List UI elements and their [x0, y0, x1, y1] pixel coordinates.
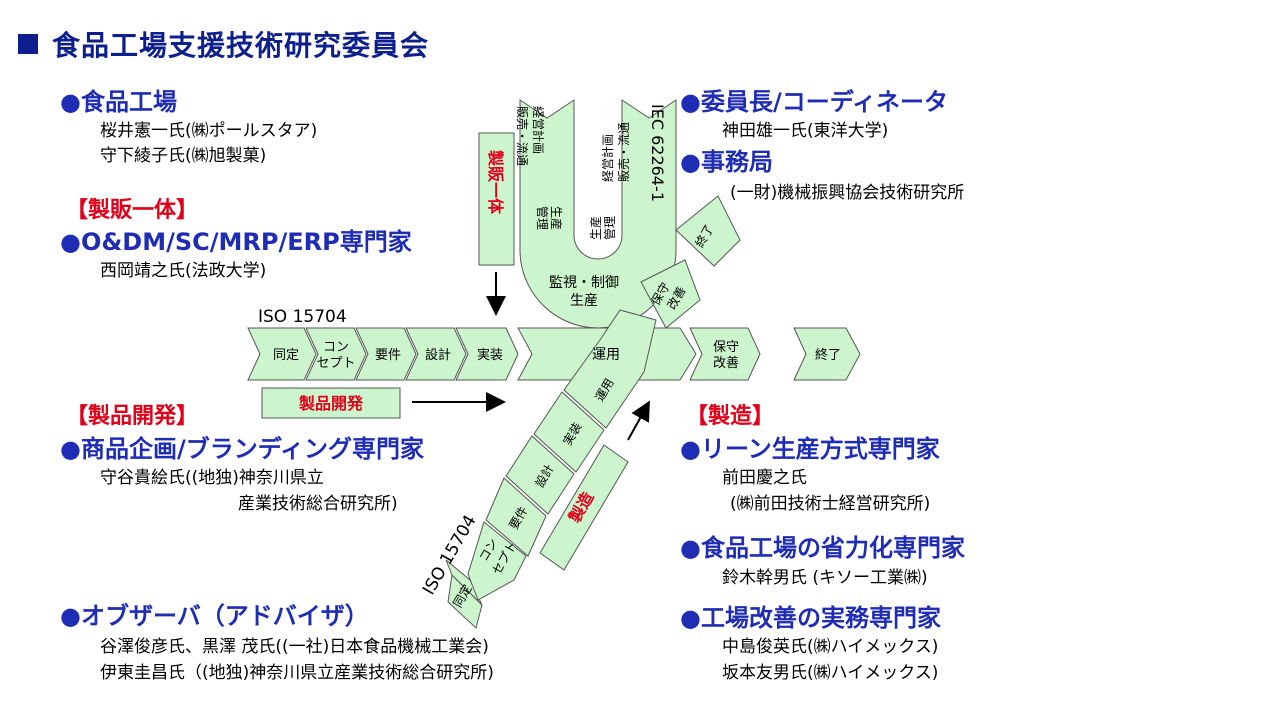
h-step-5-text: 実装 — [477, 347, 503, 363]
d-step-3 — [485, 477, 547, 557]
office-heading: ●事務局 — [680, 148, 773, 176]
d-step-2 — [467, 521, 527, 601]
h-step-8 — [793, 327, 861, 381]
square-bullet-icon — [18, 34, 38, 54]
arrow-up-icon — [627, 400, 650, 441]
dev-member-1: 守谷貴絵氏((地独)神奈川県立 — [100, 468, 324, 488]
dev-label: 製品開発 — [298, 394, 364, 413]
lean-heading: ●リーン生産方式専門家 — [680, 435, 940, 463]
office-member: (一財)機械振興協会技術研究所 — [730, 183, 965, 203]
h-step-1 — [247, 327, 317, 381]
seihan-label: 製販一体 — [486, 149, 505, 215]
labor-heading: ●食品工場の省力化専門家 — [680, 534, 965, 562]
lean-member-1-org: (㈱前田技術士経営研究所) — [730, 494, 931, 514]
h-step-7-text-b: 改善 — [713, 355, 739, 371]
d-step-1b — [445, 559, 483, 606]
d-step-5 — [533, 391, 605, 473]
page-title: 食品工場支援技術研究委員会 — [18, 24, 429, 64]
h-step-5 — [455, 327, 519, 381]
h-step-4-text: 設計 — [425, 347, 451, 363]
food-factory-member-2: 守下綾子氏(㈱旭製菓) — [100, 146, 267, 166]
u-left-text-2: 販売・流通 — [515, 106, 530, 166]
dev-member-1-cont: 産業技術総合研究所) — [238, 494, 398, 514]
kaizen-member-1: 中島俊英氏(㈱ハイメックス) — [722, 637, 939, 657]
chair-heading: ●委員長/コーディネータ — [680, 88, 949, 116]
d-step-6 — [563, 309, 657, 429]
title-text: 食品工場支援技術研究委員会 — [52, 29, 430, 62]
h-step-3-text: 要件 — [375, 348, 401, 363]
dev-heading: ●商品企画/ブランディング専門家 — [60, 435, 425, 463]
h-step-3 — [355, 327, 417, 381]
h-step-2-text-a: コン — [323, 340, 349, 355]
h-step-7 — [689, 327, 761, 381]
mfg-tag: 【製造】 — [686, 404, 775, 429]
seihan-tag: 【製販一体】 — [66, 198, 199, 223]
h-step-6-text: 運用 — [592, 347, 620, 363]
h-step-1-text: 同定 — [273, 348, 299, 363]
h-step-8-text: 終了 — [815, 347, 841, 363]
kaizen-heading: ●工場改善の実務専門家 — [680, 604, 941, 632]
lean-member-1: 前田慶之氏 — [722, 468, 807, 488]
labor-member: 鈴木幹男氏 (キソー工業㈱) — [722, 568, 928, 588]
food-factory-heading: ●食品工場 — [60, 88, 177, 116]
u-right-text-4: 管理 — [602, 216, 617, 240]
u-right-text-2: 販売・流通 — [616, 122, 631, 182]
mfg-label-box — [539, 444, 629, 571]
d-step-4 — [505, 435, 575, 515]
iso-top-label: ISO 15704 — [258, 307, 347, 327]
u-left-text-3: 生産 — [549, 206, 564, 230]
observer-line-1: 谷澤俊彦氏、黒澤 茂氏((一社)日本食品機械工業会) — [100, 637, 489, 657]
u-right-text-3: 生産 — [588, 216, 603, 240]
kaizen-member-2: 坂本友男氏(㈱ハイメックス) — [722, 663, 939, 683]
u-left-text-1: 経営計画 — [531, 106, 546, 154]
seihan-member-1: 西岡靖之氏(法政大学) — [100, 261, 267, 281]
seihan-label-box — [478, 132, 515, 266]
seihan-heading: ●O&DM/SC/MRP/ERP専門家 — [60, 228, 412, 256]
h-step-7-text-a: 保守 — [713, 340, 739, 355]
u-bottom-text-1: 監視・制御 — [549, 274, 619, 291]
iec-label: IEC 62264-1 — [648, 104, 667, 202]
h-step-2 — [305, 327, 367, 381]
h-step-2-text-b: セプト — [316, 356, 355, 371]
u-bottom-text-2: 生産 — [570, 293, 598, 309]
food-factory-member-1: 桜井憲一氏(㈱ポールスタア) — [100, 121, 318, 141]
h-step-4 — [405, 327, 467, 381]
dev-tag: 【製品開発】 — [66, 404, 199, 429]
observer-line-2: 伊東圭昌氏（(地独)神奈川県立産業技術総合研究所) — [100, 663, 494, 683]
side-step-1 — [640, 259, 701, 329]
observer-heading: ●オブザーバ（アドバイザ） — [60, 602, 369, 630]
side-step-2 — [675, 195, 741, 267]
u-left-text-4: 管理 — [535, 206, 550, 230]
dev-label-box — [261, 387, 401, 419]
chair-member: 神田雄一氏(東洋大学) — [722, 121, 889, 141]
u-right-text-1: 経営計画 — [600, 134, 615, 182]
